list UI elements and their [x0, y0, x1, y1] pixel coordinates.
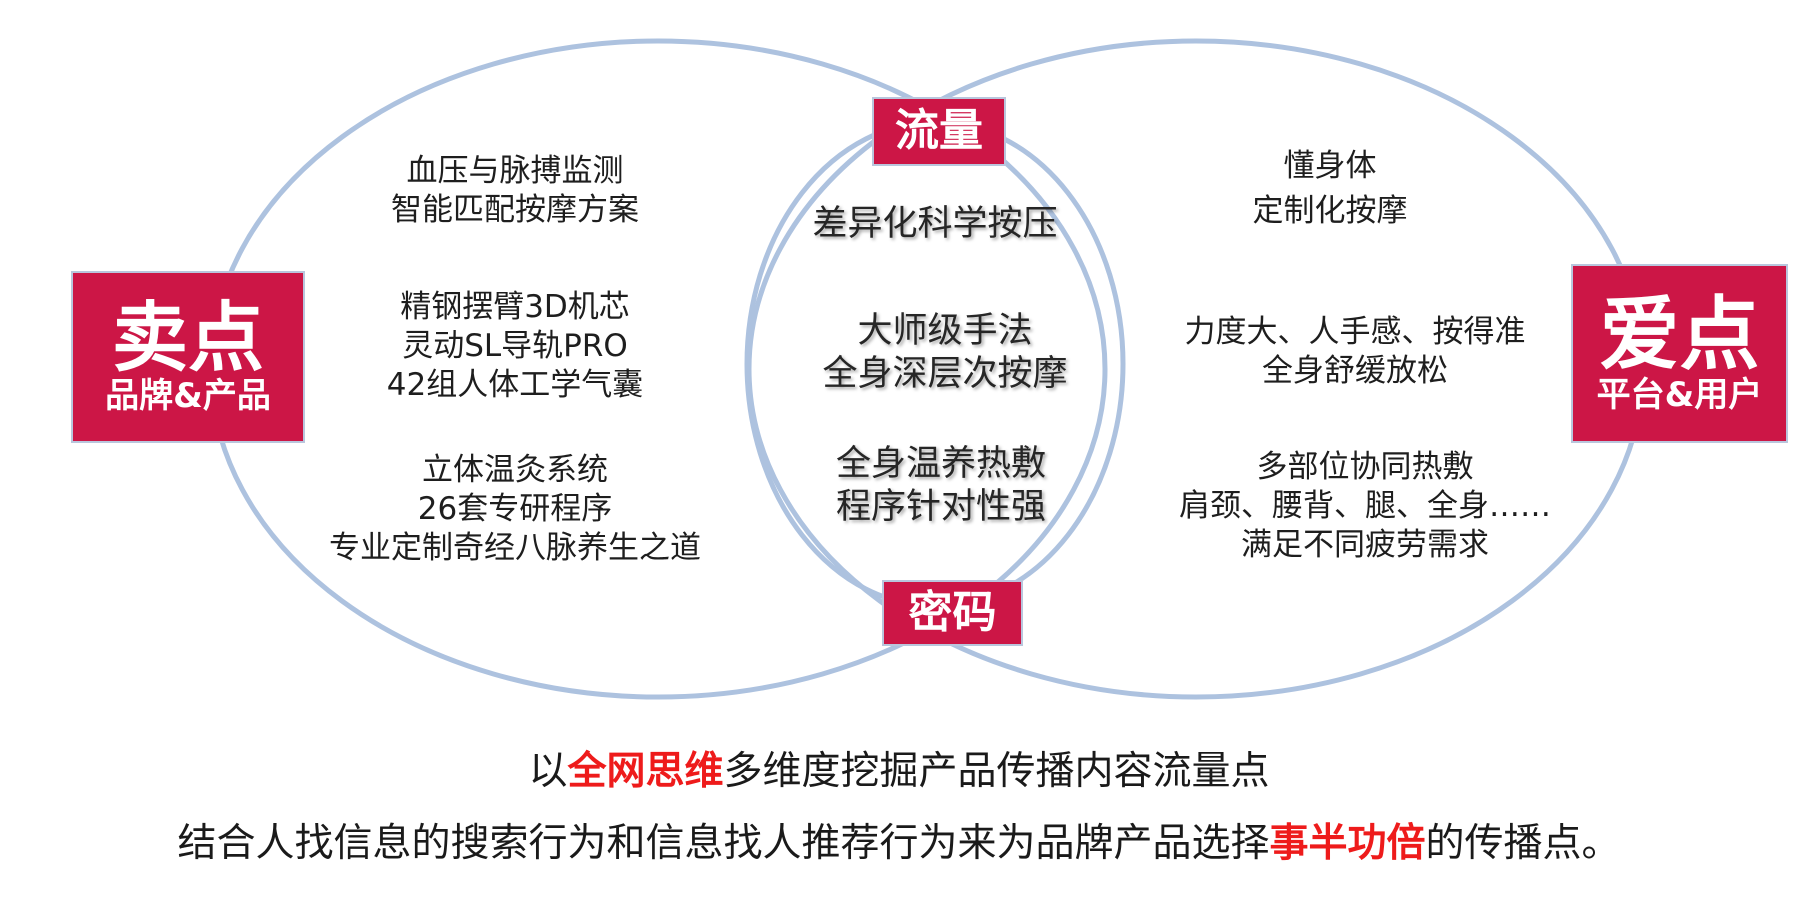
left-text-line: 26套专研程序 — [417, 491, 613, 527]
middle-text-line: 大师级手法 — [857, 311, 1033, 351]
summary-line-1-suffix: 多维度挖掘产品传播内容流量点 — [723, 749, 1270, 794]
selling-point-subtitle: 品牌&产品 — [105, 376, 271, 417]
summary-line-1-prefix: 以 — [528, 749, 568, 794]
left-group-3: 立体温灸系统 26套专研程序 专业定制奇经八脉养生之道 — [315, 451, 715, 568]
left-group-2: 精钢摆臂3D机芯 灵动SL导轨PRO 42组人体工学气囊 — [335, 288, 695, 405]
love-point-tag: 爱点 平台&用户 — [1571, 264, 1788, 443]
selling-point-tag: 卖点 品牌&产品 — [71, 271, 305, 443]
code-tag-label: 密码 — [908, 586, 997, 638]
code-tag: 密码 — [882, 580, 1023, 646]
right-text-line: 多部位协同热敷 — [1256, 449, 1474, 485]
traffic-tag: 流量 — [872, 97, 1006, 166]
right-text-line: 满足不同疲劳需求 — [1241, 527, 1489, 563]
middle-text-line: 全身深层次按摩 — [822, 354, 1068, 394]
middle-text-line: 程序针对性强 — [835, 487, 1046, 527]
summary-line-2-suffix: 的传播点。 — [1425, 821, 1621, 866]
right-group-2: 力度大、人手感、按得准 全身舒缓放松 — [1155, 313, 1555, 391]
left-text-line: 智能匹配按摩方案 — [391, 192, 639, 228]
summary-line-1: 以全网思维多维度挖掘产品传播内容流量点 — [0, 740, 1798, 796]
right-group-1: 懂身体 定制化按摩 — [1180, 147, 1480, 231]
traffic-tag-label: 流量 — [895, 105, 983, 157]
right-text-line: 力度大、人手感、按得准 — [1184, 314, 1526, 350]
selling-point-title: 卖点 — [112, 293, 264, 383]
right-text-line: 定制化按摩 — [1252, 193, 1408, 229]
right-text-line: 肩颈、腰背、腿、全身…… — [1179, 488, 1551, 524]
left-text-line: 专业定制奇经八脉养生之道 — [329, 530, 701, 566]
middle-text-line: 差异化科学按压 — [812, 204, 1058, 244]
love-point-subtitle: 平台&用户 — [1596, 374, 1763, 415]
summary-line-1-highlight: 全网思维 — [567, 749, 724, 794]
left-text-line: 42组人体工学气囊 — [386, 367, 644, 403]
right-group-3: 多部位协同热敷 肩颈、腰背、腿、全身…… 满足不同疲劳需求 — [1165, 448, 1565, 565]
middle-group-2: 大师级手法 全身深层次按摩 — [795, 310, 1095, 396]
left-text-line: 立体温灸系统 — [422, 452, 608, 488]
summary-line-2-highlight: 事半功倍 — [1269, 821, 1426, 866]
right-text-line: 全身舒缓放松 — [1262, 353, 1448, 389]
left-text-line: 灵动SL导轨PRO — [402, 328, 628, 364]
right-text-line: 懂身体 — [1283, 148, 1377, 184]
middle-text-line: 全身温养热敷 — [835, 444, 1046, 484]
left-group-1: 血压与脉搏监测 智能匹配按摩方案 — [335, 152, 695, 230]
left-text-line: 精钢摆臂3D机芯 — [400, 289, 630, 325]
middle-group-1: 差异化科学按压 — [785, 203, 1085, 246]
middle-group-3: 全身温养热敷 程序针对性强 — [791, 443, 1091, 529]
left-text-line: 血压与脉搏监测 — [406, 153, 624, 189]
love-point-title: 爱点 — [1599, 287, 1760, 381]
summary-line-2: 结合人找信息的搜索行为和信息找人推荐行为来为品牌产品选择事半功倍的传播点。 — [0, 812, 1798, 868]
summary-line-2-prefix: 结合人找信息的搜索行为和信息找人推荐行为来为品牌产品选择 — [177, 821, 1270, 866]
